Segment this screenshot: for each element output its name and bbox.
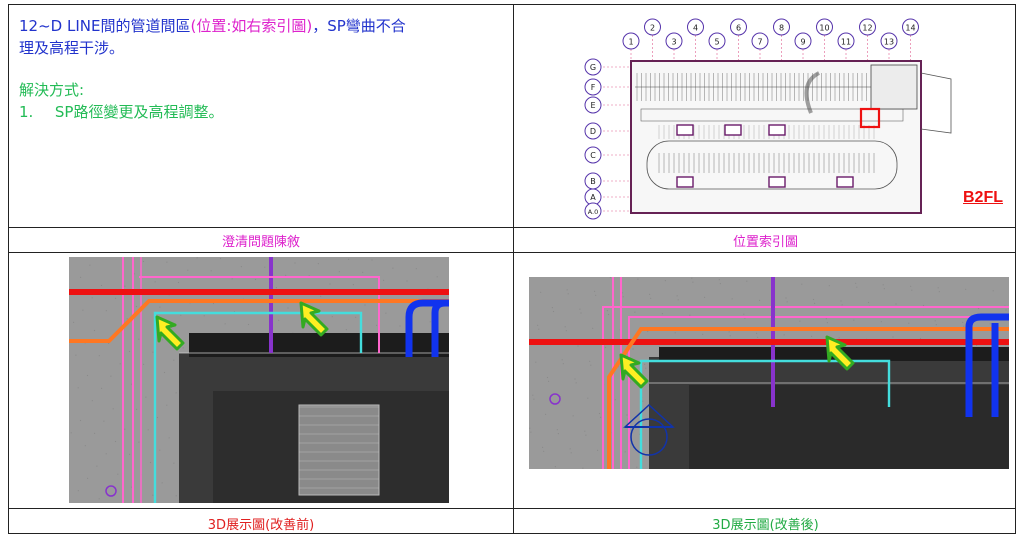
blue-pipe	[965, 313, 1009, 417]
column-grid-bubble	[902, 18, 919, 36]
column-grid-bubble	[665, 32, 683, 50]
column-grid-bubble	[622, 32, 640, 50]
column-grid-label: 9	[800, 38, 805, 47]
row-grid-bubble	[584, 58, 602, 76]
blue-pipe	[431, 299, 446, 357]
column-grid-bubble	[708, 32, 726, 50]
blue-pipe	[405, 299, 449, 357]
driveway-loop	[646, 140, 898, 190]
inner-slab	[689, 385, 1009, 469]
issue-location-marker	[859, 107, 881, 129]
ramp	[804, 71, 821, 114]
column-grid-label: 8	[779, 24, 784, 33]
row-grid-bubble	[584, 78, 602, 96]
equipment-room	[768, 124, 786, 136]
column-grid-bubble	[816, 18, 833, 36]
sp-pipe-orange	[69, 299, 449, 343]
issue-sheet: 12~D LINE間的管道間區(位置:如右索引圖)，SP彎曲不合 理及高程干涉。…	[8, 4, 1016, 534]
sp-pipe-orange	[607, 327, 1009, 469]
row-grid-bubble	[584, 122, 602, 140]
issue-arrow	[299, 301, 329, 337]
column-grid-bubble	[859, 18, 876, 36]
column-grid-label: 4	[693, 24, 698, 33]
column-grid-label: 5	[714, 38, 719, 47]
column-grid-label: 14	[905, 24, 915, 33]
issue-line-2: 理及高程干涉。	[19, 39, 125, 57]
column-grid-label: 10	[819, 24, 829, 33]
solution-title: 解決方式:	[19, 81, 85, 99]
equipment-room	[724, 124, 742, 136]
solution-item-number: 1.	[19, 103, 34, 121]
row-grid-label: A.0	[588, 208, 599, 216]
stair-block	[298, 404, 380, 496]
caption-location-index: 位置索引圖	[732, 235, 798, 250]
issue-text-part1: 12~D LINE間的管道間區	[19, 17, 191, 35]
column-grid-bubble	[794, 32, 812, 50]
issue-arrow	[155, 315, 185, 351]
row-grid-label: F	[591, 83, 596, 92]
after-3d-view	[529, 277, 1009, 469]
equipment-room	[768, 176, 786, 188]
column-grid-bubble	[880, 32, 898, 50]
caption-issue-desc: 澄清問題陳敘	[221, 235, 300, 250]
pink-pipe	[139, 276, 380, 353]
cyan-pipe	[153, 311, 363, 503]
row-grid-bubble	[584, 96, 602, 114]
column-grid-bubble	[730, 18, 747, 36]
column-grid-bubble	[644, 18, 661, 36]
row-grid-label: C	[590, 151, 596, 160]
row-grid-label: B	[590, 177, 596, 186]
issue-line-1: 12~D LINE間的管道間區(位置:如右索引圖)，SP彎曲不合	[19, 15, 499, 37]
column-grid-label: 13	[884, 38, 894, 47]
solution-item: 1. SP路徑變更及高程調整。	[19, 101, 499, 123]
pink-pipe	[602, 306, 1009, 469]
column-grid-bubble	[837, 32, 855, 50]
issue-description: 12~D LINE間的管道間區(位置:如右索引圖)，SP彎曲不合 理及高程干涉。…	[19, 15, 499, 123]
column-grid-bubble	[687, 18, 704, 36]
issue-text-part3: ，SP彎曲不合	[312, 17, 406, 35]
red-main-pipe	[69, 289, 449, 295]
equipment-room	[836, 176, 854, 188]
stair-core	[870, 64, 918, 110]
row-grid-label: D	[590, 127, 596, 136]
resolved-arrow	[619, 353, 649, 389]
row-grid-bubble	[584, 202, 602, 220]
caption-after: 3D展示圖(改善後)	[712, 518, 819, 533]
column-grid-label: 3	[671, 38, 676, 47]
row-grid-label: E	[590, 101, 595, 110]
column-grid-label: 12	[862, 24, 872, 33]
column-grid-label: 7	[757, 38, 762, 47]
row-divider-2	[9, 252, 1015, 253]
column-grid-label: 11	[841, 38, 851, 47]
column-grid-label: 1	[628, 38, 633, 47]
row-grid-label: A	[590, 193, 596, 202]
red-main-pipe	[529, 339, 1009, 345]
equipment-room	[676, 124, 694, 136]
column-grid-label: 2	[650, 24, 655, 33]
column-grid-bubble	[773, 18, 790, 36]
row-grid-label: G	[590, 63, 596, 72]
floor-label: B2FL	[963, 189, 1003, 206]
caption-before: 3D展示圖(改善前)	[207, 518, 315, 533]
resolved-arrow	[825, 335, 855, 371]
after-3d-drawing	[529, 277, 1009, 469]
before-3d-drawing	[69, 257, 449, 503]
column-divider	[513, 5, 514, 533]
column-grid-bubble	[751, 32, 769, 50]
row-divider-3	[9, 508, 1015, 509]
row-grid-bubble	[584, 146, 602, 164]
pink-pipe	[628, 316, 1009, 469]
solution-item-text: SP路徑變更及高程調整。	[54, 103, 224, 121]
column-grid-label: 6	[736, 24, 741, 33]
cyan-pipe	[639, 359, 891, 469]
before-3d-view	[69, 257, 449, 503]
equipment-room	[676, 176, 694, 188]
row-divider-1	[9, 227, 1015, 228]
view-compass	[630, 418, 668, 456]
issue-location-ref: (位置:如右索引圖)	[190, 17, 313, 35]
